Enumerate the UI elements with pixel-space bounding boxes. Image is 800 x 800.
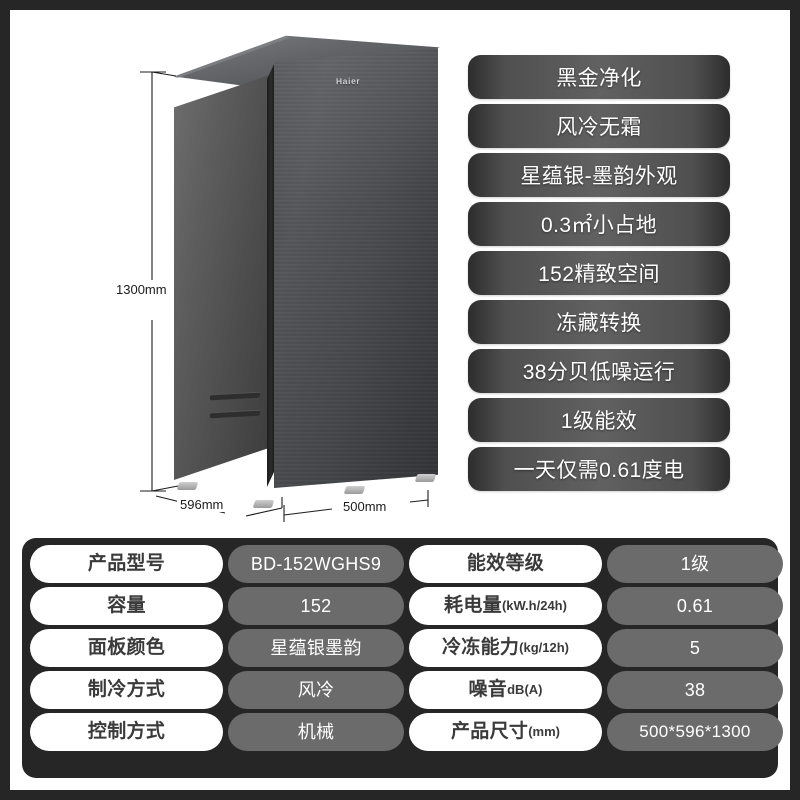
dimension-lines — [140, 71, 429, 522]
spec-label: 制冷方式 — [30, 671, 223, 709]
feature-pill: 一天仅需0.61度电 — [468, 447, 730, 491]
spec-label: 控制方式 — [30, 713, 223, 751]
spec-label-text: 制冷方式 — [87, 679, 166, 701]
spec-label-unit: dB(A) — [507, 682, 543, 698]
spec-label: 耗电量(kW.h/24h) — [409, 587, 602, 625]
spec-label-text: 冷冻能力 — [441, 637, 520, 659]
feature-pill: 星蕴银-墨韵外观 — [468, 153, 730, 197]
spec-label-text: 控制方式 — [87, 721, 166, 743]
table-row: 控制方式 机械 产品尺寸(mm) 500*596*1300 — [30, 713, 783, 751]
spec-label-text: 产品型号 — [87, 553, 166, 575]
spec-value: 星蕴银墨韵 — [228, 629, 404, 667]
spec-value: 500*596*1300 — [607, 713, 783, 751]
table-row: 容量 152 耗电量(kW.h/24h) 0.61 — [30, 587, 783, 625]
spec-label: 冷冻能力(kg/12h) — [409, 629, 602, 667]
spec-value: 机械 — [228, 713, 404, 751]
feature-pill: 152精致空间 — [468, 251, 730, 295]
feature-pill: 1级能效 — [468, 398, 730, 442]
feature-pill: 黑金净化 — [468, 55, 730, 99]
spec-label-text: 噪音 — [468, 679, 508, 701]
dimension-label-depth: 596mm — [177, 497, 227, 512]
spec-label-text: 耗电量 — [444, 595, 502, 617]
spec-value: 5 — [607, 629, 783, 667]
spec-value: 1级 — [607, 545, 783, 583]
product-illustration: Haier — [150, 30, 440, 510]
spec-value: 风冷 — [228, 671, 404, 709]
feature-pill: 0.3㎡小占地 — [468, 202, 730, 246]
table-row: 产品型号 BD-152WGHS9 能效等级 1级 — [30, 545, 783, 583]
feature-pill-list: 黑金净化 风冷无霜 星蕴银-墨韵外观 0.3㎡小占地 152精致空间 冻藏转换 … — [468, 55, 730, 496]
spec-label-text: 面板颜色 — [87, 637, 166, 659]
spec-label: 面板颜色 — [30, 629, 223, 667]
spec-value: 0.61 — [607, 587, 783, 625]
spec-label: 能效等级 — [409, 545, 602, 583]
feature-pill: 风冷无霜 — [468, 104, 730, 148]
spec-label-text: 产品尺寸 — [451, 721, 529, 743]
refrigerator-front-door: Haier — [274, 48, 438, 488]
spec-label-unit: (kg/12h) — [519, 640, 570, 656]
hero-section: Haier — [10, 10, 790, 535]
dimension-label-width: 500mm — [340, 499, 390, 514]
door-sheen — [274, 48, 438, 488]
table-row: 面板颜色 星蕴银墨韵 冷冻能力(kg/12h) 5 — [30, 629, 783, 667]
spec-table: 产品型号 BD-152WGHS9 能效等级 1级 容量 152 耗电量(kW.h… — [22, 538, 783, 778]
spec-label-unit: (kW.h/24h) — [501, 598, 567, 614]
spec-label-text: 能效等级 — [466, 553, 545, 575]
content-canvas: Haier — [10, 10, 790, 790]
dimension-label-height: 1300mm — [113, 282, 170, 297]
feature-pill: 38分贝低噪运行 — [468, 349, 730, 393]
spec-label: 容量 — [30, 587, 223, 625]
spec-label: 产品型号 — [30, 545, 223, 583]
spec-value: 38 — [607, 671, 783, 709]
spec-label-text: 容量 — [107, 595, 146, 617]
feature-pill: 冻藏转换 — [468, 300, 730, 344]
refrigerator-side-panel — [174, 75, 270, 480]
spec-label-unit: (mm) — [528, 724, 560, 740]
spec-value: 152 — [228, 587, 404, 625]
spec-label: 产品尺寸(mm) — [409, 713, 602, 751]
door-seam — [267, 62, 275, 487]
spec-value: BD-152WGHS9 — [228, 545, 404, 583]
